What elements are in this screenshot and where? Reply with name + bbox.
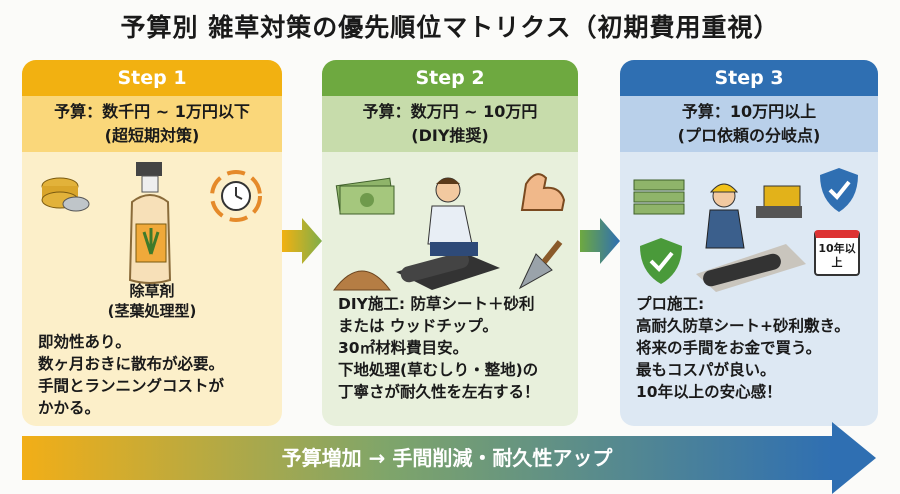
step-3-budget: 予算：10万円以上 (プロ依頼の分岐点) <box>620 96 878 152</box>
description-line: 最もコスパが良い。 <box>636 361 776 379</box>
budget-text: 予算：数万円 ~ 10万円 <box>362 102 538 121</box>
worker-laying-sheet-icon <box>396 177 500 290</box>
flexed-arm-icon <box>520 173 566 211</box>
budget-text: 予算：10万円以上 <box>681 102 817 121</box>
description-line: プロ施工: <box>636 295 705 313</box>
step-3-header: Step 3 <box>620 60 878 96</box>
description-line: 即効性あり。 <box>38 333 131 351</box>
description-line: 30㎡材料費目安。 <box>338 339 469 357</box>
description-line: 丁寧さが耐久性を左右する！ <box>338 383 540 401</box>
budget-text: 予算：数千円 ~ 1万円以下 <box>54 102 250 121</box>
step-2-budget: 予算：数万円 ~ 10万円 (DIY推奨) <box>322 96 578 152</box>
arrow-step2-to-step3 <box>580 218 620 264</box>
spray-bottle-icon <box>128 162 172 284</box>
trowel-icon <box>518 240 563 290</box>
mulch-pile-icon <box>333 270 391 291</box>
clock-cycle-icon <box>210 170 262 222</box>
step-1-description: 即効性あり。 数ヶ月おきに散布が必要。 手間とランニングコストが かかる。 <box>22 329 282 419</box>
product-name: 除草剤 <box>129 282 175 300</box>
step-1-card: Step 1 予算：数千円 ~ 1万円以下 (超短期対策) 除草剤 (茎葉処理型… <box>22 60 282 426</box>
step-1-header: Step 1 <box>22 60 282 96</box>
professional-worker-icon <box>696 183 806 292</box>
progression-arrow-head <box>832 422 876 494</box>
step-3-illustration: 10年以上 <box>620 152 878 317</box>
cash-stack-icon <box>633 179 685 215</box>
shield-check-icon <box>820 168 858 212</box>
description-line: 高耐久防草シート+砂利敷き。 <box>636 317 850 335</box>
description-line: 将来の手間をお金で買う。 <box>636 339 822 357</box>
description-line: 下地処理(草むしり・整地)の <box>338 361 539 379</box>
step-3-description: プロ施工: 高耐久防草シート+砂利敷き。 将来の手間をお金で買う。 最もコスパが… <box>620 293 878 403</box>
budget-note: (プロ依頼の分岐点) <box>677 126 821 145</box>
budget-note: (DIY推奨) <box>411 126 489 145</box>
budget-note: (超短期対策) <box>104 126 200 145</box>
progression-arrow: 予算増加 → 手間削減・耐久性アップ <box>22 436 832 480</box>
coins-icon <box>41 177 90 212</box>
step-2-card: Step 2 予算：数万円 ~ 10万円 (DIY推奨) DIY施工: 防草シー… <box>322 60 578 426</box>
description-line: 数ヶ月おきに散布が必要。 <box>38 355 225 373</box>
product-label: 除草剤 (茎葉処理型) <box>22 281 282 321</box>
description-line: 手間とランニングコストが <box>38 377 225 395</box>
step-1-budget: 予算：数千円 ~ 1万円以下 (超短期対策) <box>22 96 282 152</box>
arrow-step1-to-step2 <box>282 218 322 264</box>
page-title: 予算別 雑草対策の優先順位マトリクス（初期費用重視） <box>120 13 780 42</box>
step-2-illustration <box>322 152 578 317</box>
shield-check-icon <box>640 238 682 284</box>
step-2-header: Step 2 <box>322 60 578 96</box>
step-2-description: DIY施工: 防草シート＋砂利 または ウッドチップ。 30㎡材料費目安。 下地… <box>322 293 578 403</box>
product-type: (茎葉処理型) <box>107 302 197 320</box>
description-line: かかる。 <box>38 399 101 417</box>
step-1-illustration <box>22 152 282 287</box>
description-line: DIY施工: 防草シート＋砂利 <box>338 295 535 313</box>
calendar-badge-text: 10年以上 <box>818 242 856 269</box>
money-icon <box>335 177 395 215</box>
description-line: 10年以上の安心感！ <box>636 383 782 401</box>
description-line: または ウッドチップ。 <box>338 317 498 335</box>
calendar-icon: 10年以上 <box>814 230 860 276</box>
step-3-card: Step 3 予算：10万円以上 (プロ依頼の分岐点) 10年以上 プロ施工: … <box>620 60 878 426</box>
